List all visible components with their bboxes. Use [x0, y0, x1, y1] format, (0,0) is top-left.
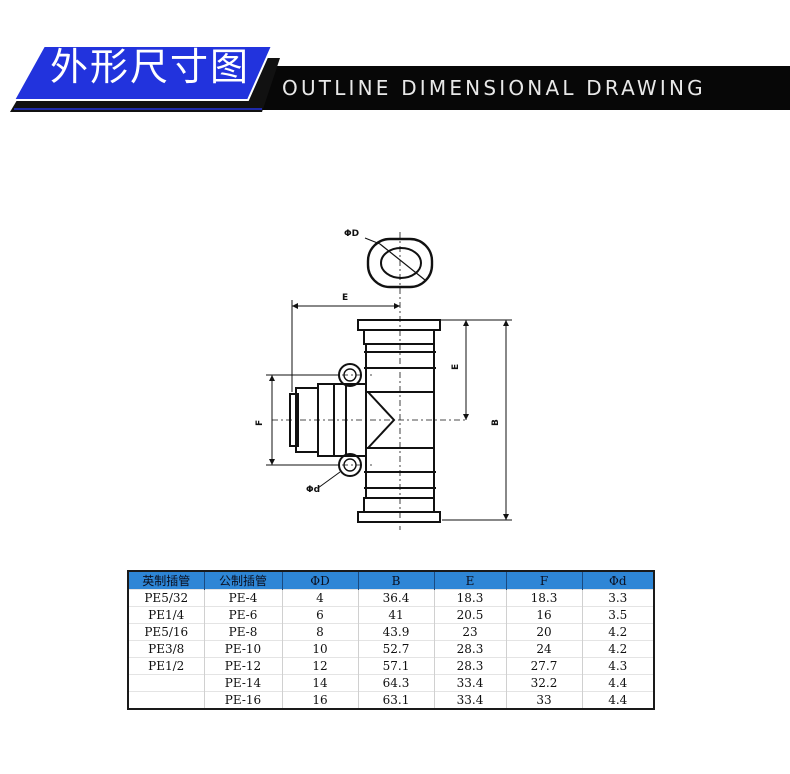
cell-E: 20.5 — [433, 606, 506, 624]
cell-inch: PE5/16 — [128, 623, 204, 641]
outline-drawing: ΦD E E B F Φd — [255, 229, 512, 530]
cell-inch — [128, 674, 204, 692]
dimension-lines — [266, 300, 512, 521]
cell-metric: PE-6 — [203, 606, 282, 624]
end-view — [364, 237, 434, 289]
cell-phiD: 6 — [281, 606, 358, 624]
cell-F: 33 — [505, 691, 582, 709]
cell-inch: PE3/8 — [128, 640, 204, 658]
table-row: PE5/16 PE-8 8 43.9 23 20 4.2 — [128, 623, 654, 641]
cell-metric: PE-10 — [203, 640, 282, 658]
cell-B: 64.3 — [357, 674, 434, 692]
table-header-row: 英制插管 公制插管 ΦD B E F Φd — [128, 571, 654, 590]
label-phid: Φd — [306, 485, 320, 495]
cell-metric: PE-12 — [203, 657, 282, 675]
label-E-side: E — [451, 364, 461, 370]
cell-phiD: 8 — [281, 623, 358, 641]
cell-B: 52.7 — [357, 640, 434, 658]
cell-phiD: 16 — [281, 691, 358, 709]
cell-E: 18.3 — [433, 589, 506, 607]
cell-B: 63.1 — [357, 691, 434, 709]
cell-inch: PE1/2 — [128, 657, 204, 675]
cell-E: 33.4 — [433, 674, 506, 692]
cell-E: 33.4 — [433, 691, 506, 709]
cell-inch — [128, 691, 204, 709]
page-title-cn: 外形尺寸图 — [50, 45, 251, 89]
header-blue-parallelogram — [12, 45, 274, 101]
cell-inch: PE5/32 — [128, 589, 204, 607]
cell-F: 32.2 — [505, 674, 582, 692]
cell-F: 16 — [505, 606, 582, 624]
label-phiD: ΦD — [344, 229, 359, 239]
header-black-bar — [250, 66, 790, 110]
cell-F: 27.7 — [505, 657, 582, 675]
cell-phid: 4.2 — [581, 623, 654, 641]
table-row: PE-14 14 64.3 33.4 32.2 4.4 — [128, 674, 654, 692]
header-F: F — [505, 571, 582, 590]
cell-E: 28.3 — [433, 657, 506, 675]
cell-metric: PE-16 — [203, 691, 282, 709]
header-E: E — [433, 571, 506, 590]
table-row: PE1/2 PE-12 12 57.1 28.3 27.7 4.3 — [128, 657, 654, 675]
table-row: PE3/8 PE-10 10 52.7 28.3 24 4.2 — [128, 640, 654, 658]
cell-phiD: 10 — [281, 640, 358, 658]
cell-metric: PE-4 — [203, 589, 282, 607]
cell-phid: 3.5 — [581, 606, 654, 624]
cell-metric: PE-8 — [203, 623, 282, 641]
cell-B: 57.1 — [357, 657, 434, 675]
label-B: B — [491, 419, 501, 426]
header-phiD: ΦD — [281, 571, 358, 590]
table-row: PE5/32 PE-4 4 36.4 18.3 18.3 3.3 — [128, 589, 654, 607]
cell-F: 18.3 — [505, 589, 582, 607]
cell-E: 23 — [433, 623, 506, 641]
cell-phid: 4.2 — [581, 640, 654, 658]
label-E-top: E — [342, 293, 348, 303]
page-title-en: OUTLINE DIMENSIONAL DRAWING — [282, 76, 706, 100]
cell-B: 43.9 — [357, 623, 434, 641]
cell-B: 36.4 — [357, 589, 434, 607]
section-header: 外形尺寸图 OUTLINE DIMENSIONAL DRAWING — [0, 0, 790, 120]
header-inch-tube: 英制插管 — [128, 571, 204, 590]
table-row: PE-16 16 63.1 33.4 33 4.4 — [128, 691, 654, 709]
cell-E: 28.3 — [433, 640, 506, 658]
arrowheads — [269, 303, 509, 520]
cell-F: 24 — [505, 640, 582, 658]
header-B: B — [357, 571, 434, 590]
cell-phid: 3.3 — [581, 589, 654, 607]
cell-phid: 4.3 — [581, 657, 654, 675]
cell-phiD: 12 — [281, 657, 358, 675]
header-accent-shapes — [10, 45, 280, 112]
spec-table: 英制插管 公制插管 ΦD B E F Φd PE5/32 PE-4 4 36.4… — [127, 570, 655, 710]
table-row: PE1/4 PE-6 6 41 20.5 16 3.5 — [128, 606, 654, 624]
header-metric-tube: 公制插管 — [203, 571, 282, 590]
cell-phid: 4.4 — [581, 691, 654, 709]
cell-metric: PE-14 — [203, 674, 282, 692]
cell-B: 41 — [357, 606, 434, 624]
cell-F: 20 — [505, 623, 582, 641]
header-phid: Φd — [581, 571, 654, 590]
cell-inch: PE1/4 — [128, 606, 204, 624]
cell-phiD: 14 — [281, 674, 358, 692]
centerlines — [272, 232, 468, 530]
label-F: F — [255, 420, 265, 426]
cell-phid: 4.4 — [581, 674, 654, 692]
cell-phiD: 4 — [281, 589, 358, 607]
